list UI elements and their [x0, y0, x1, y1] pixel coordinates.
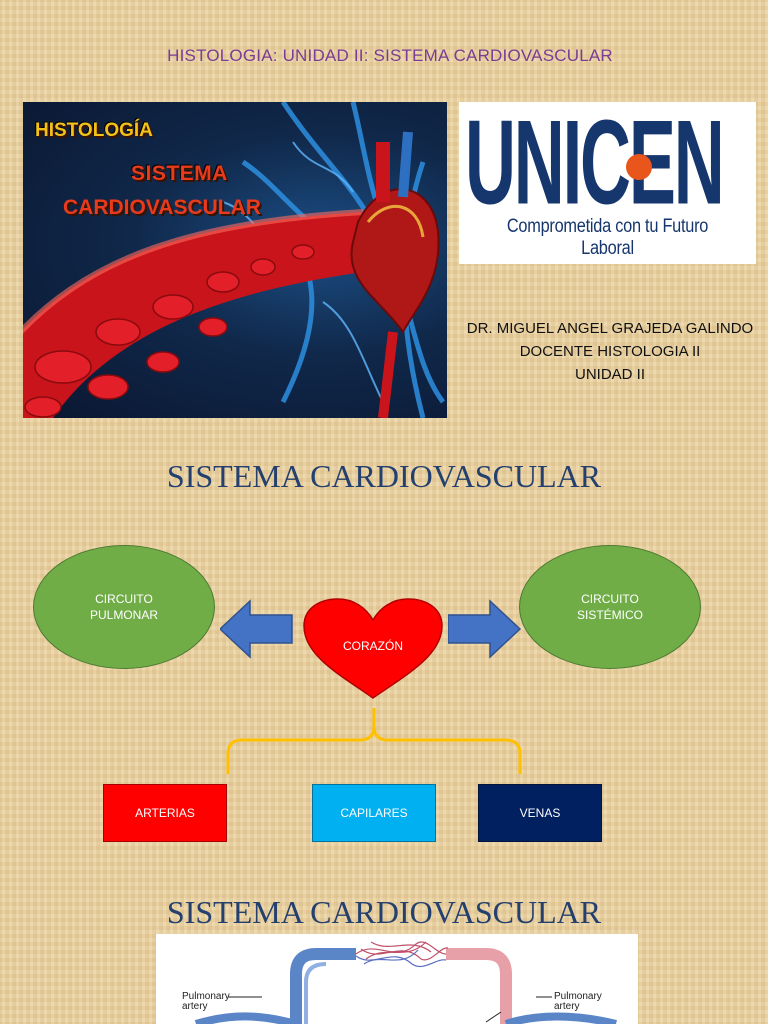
pulmonary-circulation-illustration — [194, 941, 617, 1024]
label-pulmonary-artery-left: Pulmonary artery — [182, 991, 230, 1012]
unicen-logo: UNICEN Comprometida con tu Futuro Labora… — [459, 102, 756, 264]
arrow-right-icon — [448, 599, 522, 659]
section-title-2: SISTEMA CARDIOVASCULAR — [166, 894, 602, 930]
logo-tagline: Comprometida con tu Futuro Laboral — [506, 216, 709, 259]
box-label: ARTERIAS — [135, 806, 195, 820]
box-label: CAPILARES — [340, 806, 408, 820]
heart-shape — [302, 598, 444, 700]
oval-circuito-sistemico: CIRCUITO SISTÉMICO — [519, 545, 701, 669]
hero-image: HISTOLOGÍA SISTEMA CARDIOVASCULAR — [23, 102, 447, 418]
logo-c-icon — [626, 154, 652, 180]
oval-circuito-pulmonar: CIRCUITO PULMONAR — [33, 545, 215, 669]
box-venas: VENAS — [478, 784, 602, 842]
hero-title-sistema: SISTEMA — [131, 162, 228, 185]
logo-wordmark: UNICEN — [465, 94, 725, 229]
arrow-left-icon — [220, 599, 294, 659]
author-block: DR. MIGUEL ANGEL GRAJEDA GALINDO DOCENTE… — [440, 317, 768, 386]
heart-label: CORAZÓN — [343, 639, 403, 653]
author-name: DR. MIGUEL ANGEL GRAJEDA GALINDO — [466, 320, 754, 337]
box-label: VENAS — [519, 806, 561, 820]
oval-label: CIRCUITO PULMONAR — [89, 592, 158, 622]
circulation-diagram: Pulmonary artery Pulmonary artery — [156, 934, 638, 1024]
hero-title-cardiovascular: CARDIOVASCULAR — [63, 196, 261, 219]
heart-vessels-illustration — [23, 102, 446, 418]
author-role: DOCENTE HISTOLOGIA II — [519, 343, 701, 360]
box-arterias: ARTERIAS — [103, 784, 227, 842]
label-pulmonary-artery-right: Pulmonary artery — [554, 991, 602, 1012]
author-unit: UNIDAD II — [574, 366, 645, 383]
box-capilares: CAPILARES — [312, 784, 436, 842]
brace-connector — [224, 706, 524, 776]
section-title: SISTEMA CARDIOVASCULAR — [166, 458, 602, 494]
oval-label: CIRCUITO SISTÉMICO — [576, 592, 643, 622]
hero-title-histologia: HISTOLOGÍA — [35, 120, 153, 141]
slide-title: HISTOLOGIA: UNIDAD II: SISTEMA CARDIOVAS… — [167, 46, 613, 65]
